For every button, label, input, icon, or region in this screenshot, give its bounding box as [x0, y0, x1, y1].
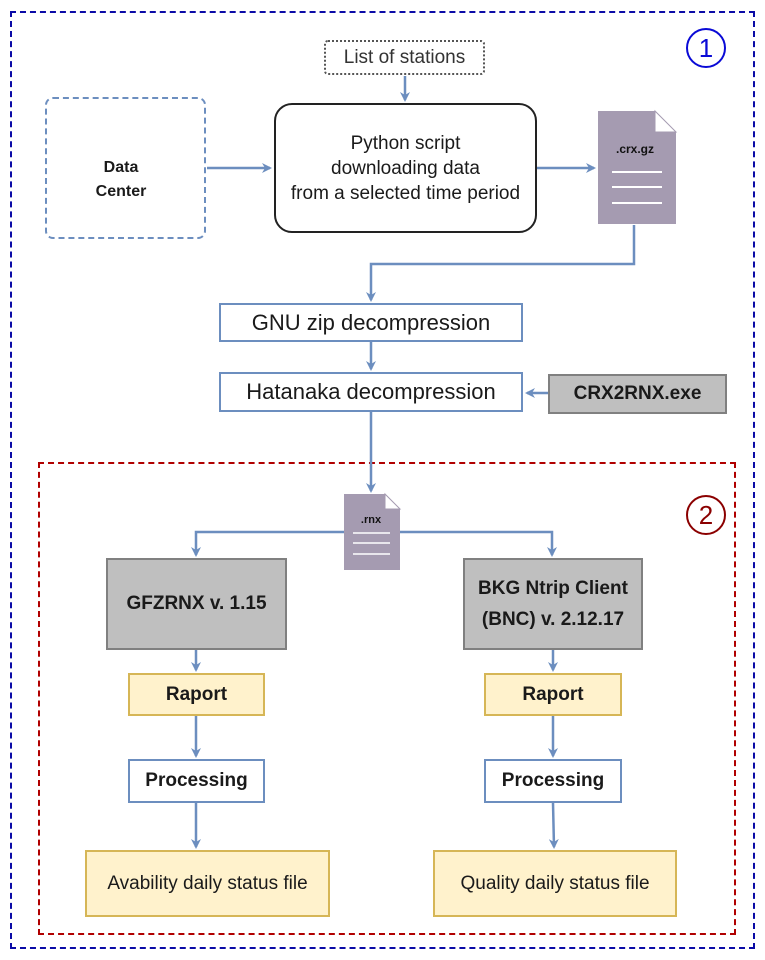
raport-right-node: Raport	[484, 673, 622, 716]
raport-left-node: Raport	[128, 673, 265, 716]
section-2-badge: 2	[686, 495, 726, 535]
crx-document-icon	[598, 109, 678, 224]
data-center-label: Data Center	[82, 151, 160, 209]
section-1-frame	[10, 11, 755, 949]
section-2-frame	[38, 462, 736, 935]
python-script-line3: from a selected time period	[290, 182, 521, 204]
availability-file-node: Avability daily status file	[85, 850, 330, 917]
hatanaka-node: Hatanaka decompression	[219, 372, 523, 412]
data-center-label-line2: Center	[95, 183, 147, 200]
gfzrnx-node: GFZRNX v. 1.15	[106, 558, 287, 650]
processing-left-node: Processing	[128, 759, 265, 803]
gnu-zip-node: GNU zip decompression	[219, 303, 523, 342]
arrow-processing-to-quality	[548, 802, 559, 849]
bkg-line2: (BNC) v. 2.12.17	[481, 609, 625, 630]
bkg-line1: BKG Ntrip Client	[478, 578, 628, 599]
section-1-badge: 1	[686, 28, 726, 68]
data-center-label-line1: Data	[103, 159, 139, 176]
flow-arrows	[191, 76, 636, 849]
python-script-node: Python script downloading data from a se…	[274, 103, 537, 233]
rnx-document-icon	[344, 492, 402, 570]
crx2rnx-node: CRX2RNX.exe	[548, 374, 727, 414]
list-of-stations-node: List of stations	[324, 40, 485, 75]
rnx-file-label: .rnx	[360, 514, 382, 526]
crx-file-label: .crx.gz	[615, 142, 654, 156]
processing-right-node: Processing	[484, 759, 622, 803]
quality-file-node: Quality daily status file	[433, 850, 677, 917]
bkg-node: BKG Ntrip Client (BNC) v. 2.12.17	[463, 558, 643, 650]
arrow-crx-to-gnu	[366, 225, 636, 302]
python-script-line2: downloading data	[331, 157, 480, 179]
arrow-rnx-to-bkg	[400, 530, 557, 557]
arrow-rnx-to-gfzrnx	[191, 530, 344, 557]
python-script-line1: Python script	[350, 132, 461, 154]
